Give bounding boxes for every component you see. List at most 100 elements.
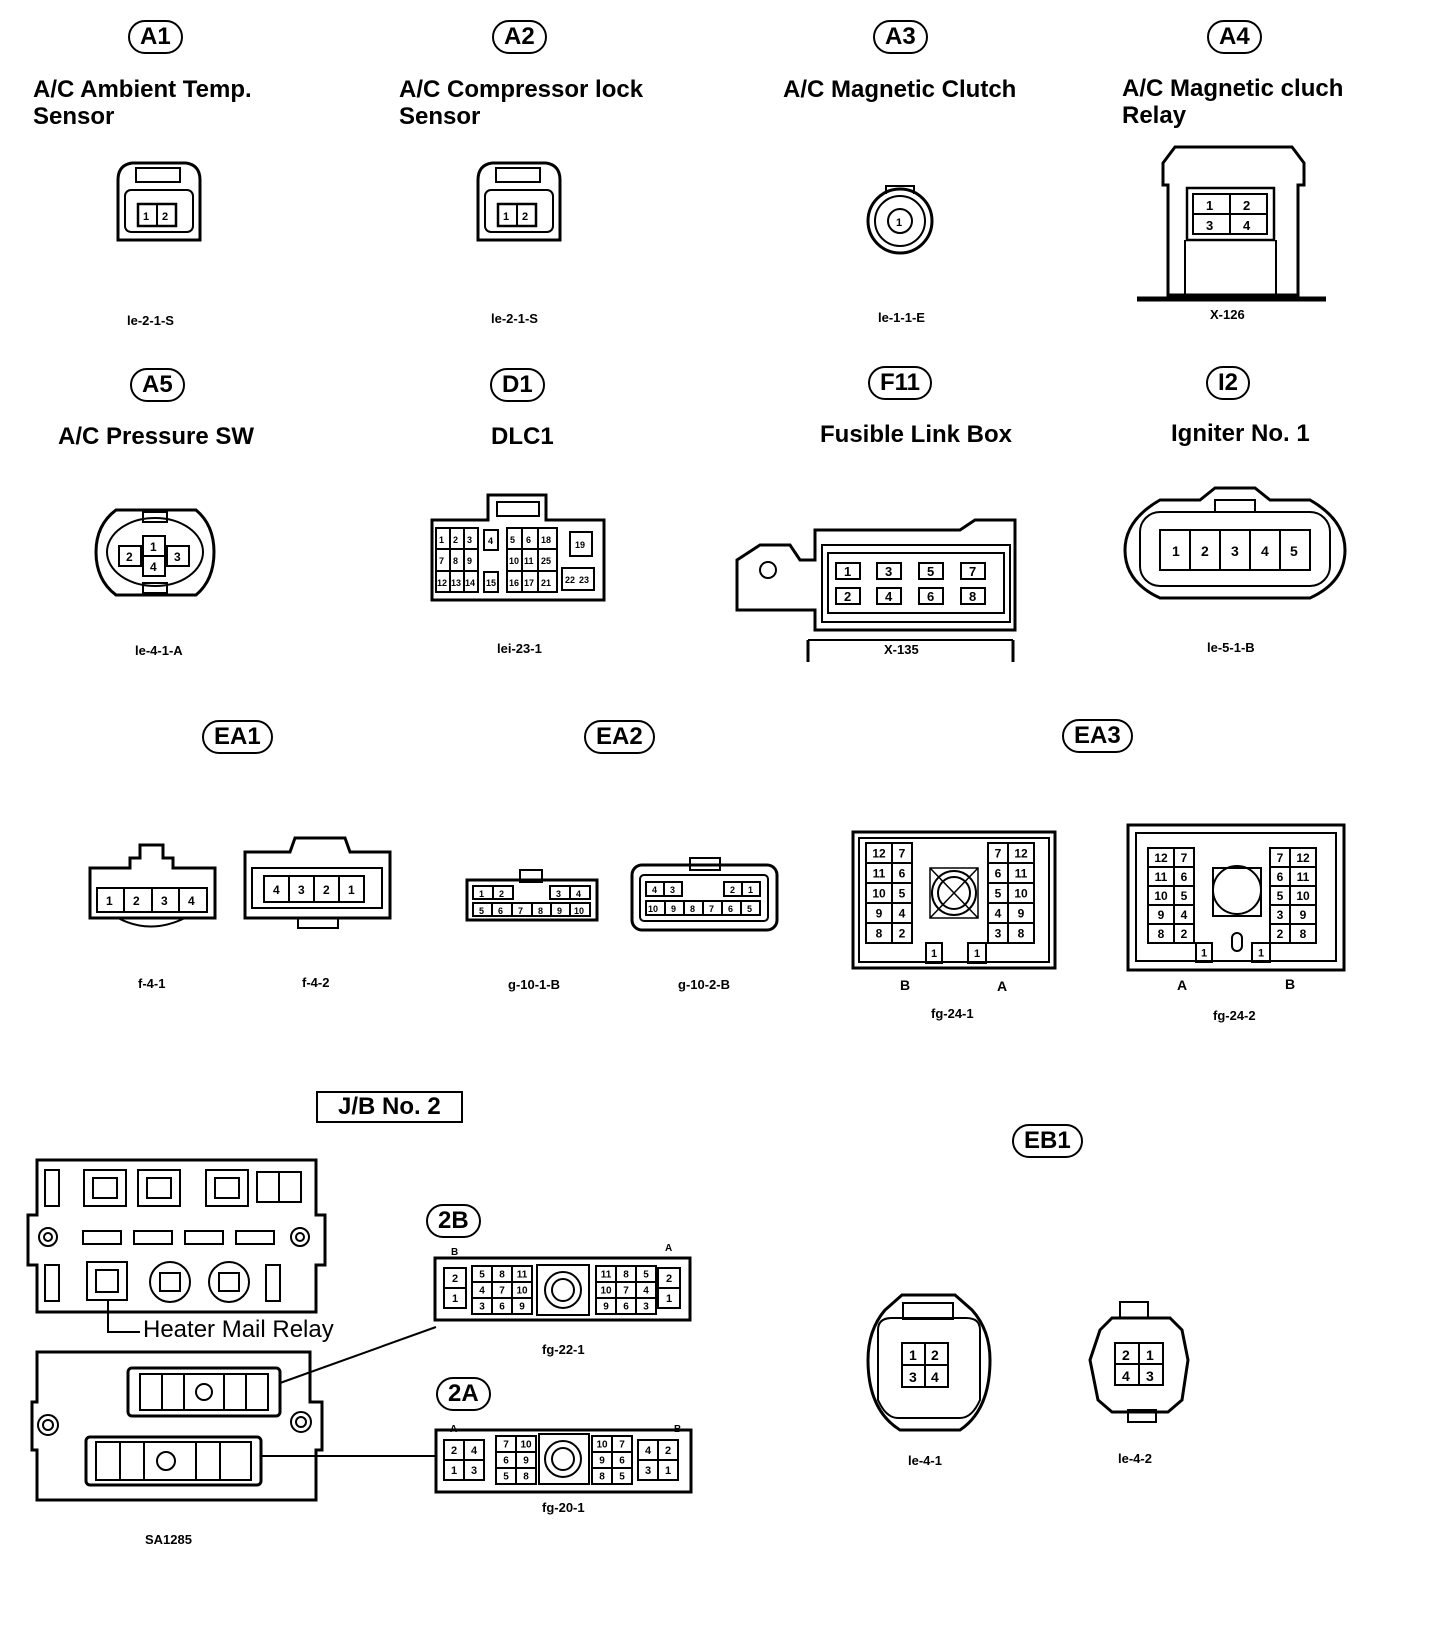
ea3-2-pin-r-6: 6	[1277, 870, 1284, 884]
title-a5: A/C Pressure SW	[58, 423, 255, 450]
2a-pin-l-1: 1	[451, 1465, 457, 1477]
connector-eb1-2-drawing: 2 1 4 3	[1088, 1301, 1190, 1423]
ea3-2-pin-5: 5	[1181, 889, 1188, 903]
2a-pin-a-6: 6	[503, 1456, 509, 1467]
ea3-2-pin-r-12: 12	[1296, 851, 1310, 865]
ea3-1-pin-12: 12	[872, 846, 886, 860]
ea3-1-pin-10: 10	[872, 886, 886, 900]
code-eb1-2: le-4-2	[1118, 1451, 1152, 1466]
ea3-1-pin-r-9: 9	[1018, 906, 1025, 920]
2b-pin-l-1-cell	[443, 1287, 467, 1309]
2a-pin-r-4: 4	[645, 1445, 652, 1457]
2b-pin-a-9: 9	[519, 1302, 525, 1313]
jb-title: J/B No. 2	[316, 1091, 463, 1123]
2b-pin-a-11: 11	[517, 1270, 528, 1281]
2b-pin-a-5: 5	[479, 1270, 485, 1281]
d1-pin-23: 23	[579, 575, 589, 585]
connector-f11-drawing: 1 3 5 7 2 4 6 8	[735, 518, 1017, 662]
code-a5: le-4-1-A	[135, 643, 183, 658]
ea1-1-pin-1: 1	[106, 894, 113, 908]
2b-pin-l-1: 1	[452, 1293, 458, 1305]
connector-badge-i2: I2	[1206, 366, 1251, 400]
code-2a: fg-20-1	[542, 1500, 585, 1515]
2a-pin-r-1-cell	[657, 1459, 679, 1481]
ea3-1-pin-r-10: 10	[1014, 886, 1028, 900]
d1-pin-12: 12	[437, 578, 447, 588]
a2-pin-1: 1	[503, 211, 509, 223]
code-d1: lei-23-1	[497, 641, 542, 656]
ea3-2-pin-8: 8	[1158, 927, 1165, 941]
2b-pin-r-1-cell	[657, 1287, 681, 1309]
f11-pin-5: 5	[927, 564, 934, 579]
ea2-1-pin-3: 3	[556, 889, 561, 899]
ea2-2-pin-2: 2	[730, 885, 735, 895]
2b-pin-a-7: 7	[499, 1286, 505, 1297]
connector-badge-ea2: EA2	[584, 720, 655, 754]
title-a1-line1: A/C Ambient Temp.	[33, 76, 252, 103]
title-a4: A/C Magnetic cluch Relay	[1122, 75, 1343, 129]
2a-pin-b-5: 5	[619, 1472, 625, 1483]
connector-a3-drawing: 1	[866, 185, 934, 255]
ea3-1-pin-7: 7	[899, 846, 906, 860]
code-eb1-1: le-4-1	[908, 1453, 942, 1468]
ea2-1-pin-8: 8	[538, 906, 543, 916]
ea3-1-pin-r-12: 12	[1014, 846, 1028, 860]
2a-pin-l-2: 2	[451, 1445, 457, 1457]
ea3-1-pin-1-right-cell	[967, 942, 987, 964]
2b-pin-b-7: 7	[623, 1286, 629, 1297]
ea3-1-pin-r-8-cell	[1007, 922, 1035, 944]
ea3-1-pin-6: 6	[899, 866, 906, 880]
2b-pin-r-2: 2	[666, 1273, 672, 1285]
ea2-2-pin-5: 5	[747, 904, 752, 914]
ea3-2-pin-7: 7	[1181, 851, 1188, 865]
2b-pin-b-11: 11	[601, 1270, 612, 1281]
ea3-1-side-label-right: A	[997, 978, 1008, 994]
code-f11: X-135	[884, 642, 919, 657]
2b-pin-l-2: 2	[452, 1273, 458, 1285]
ea3-2-pin-2-cell	[1173, 923, 1195, 944]
title-a1: A/C Ambient Temp. Sensor	[33, 76, 252, 130]
ea3-2-pin-r-8-cell	[1289, 923, 1317, 944]
d1-pin-25: 25	[541, 556, 551, 566]
i2-pin-1: 1	[1172, 543, 1180, 559]
2b-pin-b-3-cell	[635, 1297, 657, 1315]
i2-pin-3: 3	[1231, 543, 1239, 559]
ea3-2-pin-r-8: 8	[1300, 927, 1307, 941]
jb-top-view-drawing	[26, 1158, 327, 1333]
ea2-2-pin-8: 8	[690, 904, 695, 914]
d1-pin-21: 21	[541, 578, 551, 588]
ea3-2-pin-9: 9	[1158, 908, 1165, 922]
ea3-2-pin-r-7: 7	[1277, 851, 1284, 865]
ea2-2-pin-9: 9	[671, 904, 676, 914]
ea3-1-pin-r-11: 11	[1015, 866, 1028, 880]
ea2-1-pin-5: 5	[479, 906, 484, 916]
eb1-2-pin-3: 3	[1146, 1368, 1154, 1384]
2a-pin-r-1: 1	[665, 1465, 671, 1477]
a2-pin-2: 2	[522, 211, 528, 223]
2b-pin-a-10: 10	[516, 1286, 528, 1297]
connector-badge-ea3: EA3	[1062, 719, 1133, 753]
i2-pin-2: 2	[1201, 543, 1209, 559]
ea3-2-pin-4: 4	[1181, 908, 1188, 922]
ea3-2-pin-r-9: 9	[1300, 908, 1307, 922]
title-a2: A/C Compressor lock Sensor	[399, 76, 643, 130]
2b-pin-b-10: 10	[600, 1286, 612, 1297]
a5-pin-3: 3	[174, 550, 181, 564]
title-a3: A/C Magnetic Clutch	[783, 76, 1016, 103]
code-a2: le-2-1-S	[491, 311, 538, 326]
code-a3: le-1-1-E	[878, 310, 925, 325]
2a-pin-a-7: 7	[503, 1440, 509, 1451]
ea1-2-pin-1: 1	[348, 883, 355, 897]
eb1-1-pin-1: 1	[909, 1347, 917, 1363]
ea2-1-pin-10: 10	[574, 906, 584, 916]
2a-pin-r-2: 2	[665, 1445, 671, 1457]
2a-pin-a-8-cell	[515, 1467, 537, 1485]
ea3-1-pin-4: 4	[899, 906, 906, 920]
i2-pin-4: 4	[1261, 543, 1269, 559]
2a-pin-b-5-cell	[611, 1467, 633, 1485]
2b-pin-a-6: 6	[499, 1302, 505, 1313]
d1-pin-10: 10	[509, 556, 519, 566]
eb1-2-pin-4: 4	[1122, 1368, 1130, 1384]
